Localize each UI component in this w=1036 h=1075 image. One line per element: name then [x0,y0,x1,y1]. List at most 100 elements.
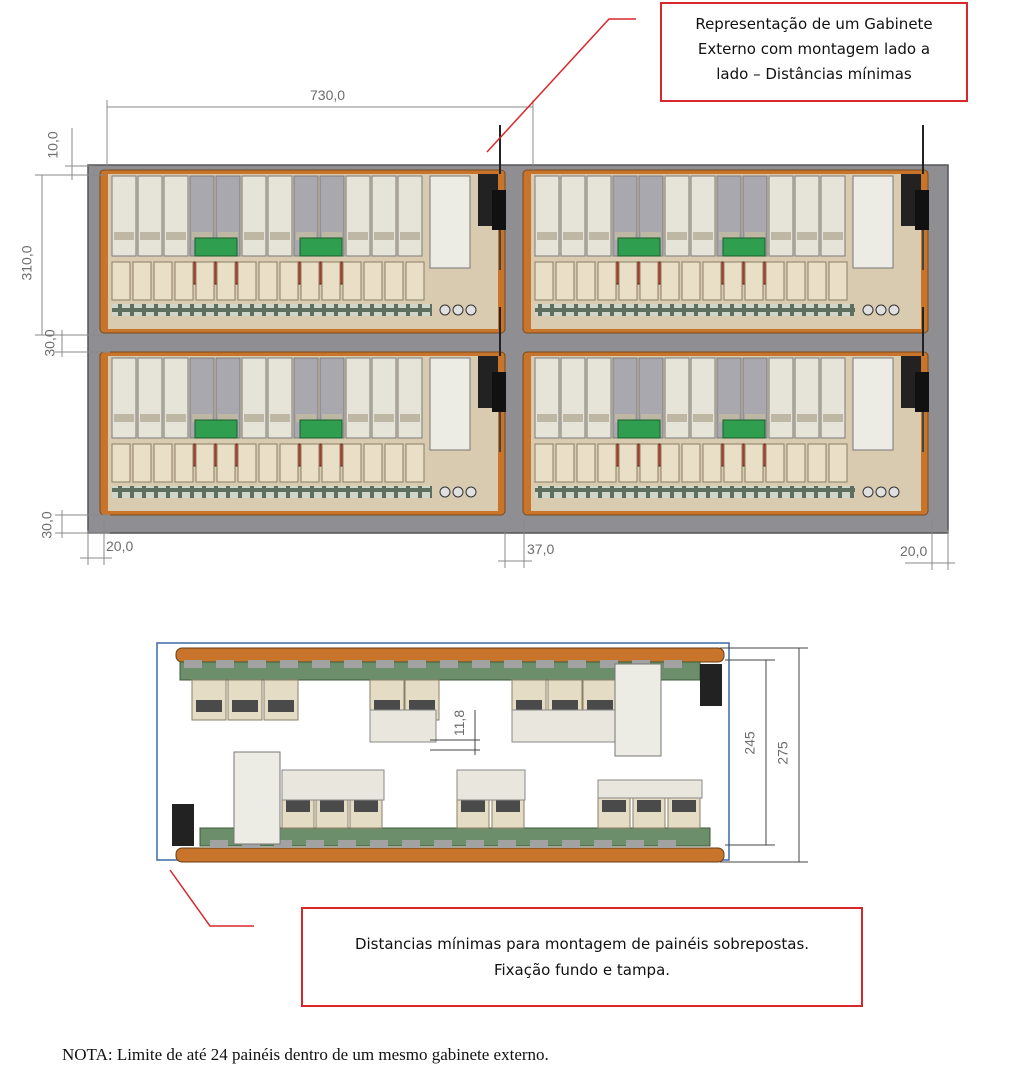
module-connector [244,232,264,240]
module [794,357,820,439]
module [690,357,716,439]
side-battery [492,190,506,230]
module-connector [400,232,420,240]
terminal [216,443,236,483]
module [664,175,690,257]
pcb-stud [594,840,612,848]
module-connector [348,232,368,240]
connector-ring [888,486,900,498]
module-connector [667,232,687,240]
pcb-stud [440,660,458,668]
upper-module-body [511,709,617,743]
pcb-stud [402,840,420,848]
terminal [702,261,722,301]
rj45-port [286,800,310,812]
module-connector [719,414,739,422]
dim-panel-height: 310,0 [18,245,35,281]
module-connector [589,414,609,422]
rj45-port [516,700,542,712]
module-connector [615,414,635,422]
pcb-stud [530,840,548,848]
panel-1 [99,125,506,334]
module [241,175,267,257]
rj45-port [587,700,613,712]
din-rail [112,486,432,498]
pcb-stud [498,840,516,848]
dim-gap-columns: 37,0 [527,541,555,557]
pcb-stud [376,660,394,668]
module-connector [745,414,765,422]
module [163,357,189,439]
terminal [786,443,806,483]
rj45-port [320,800,344,812]
din-rail [112,304,432,316]
terminal [828,443,848,483]
module-connector [537,232,557,240]
terminal [702,443,722,483]
rj45-port [232,700,258,712]
terminal [534,261,554,301]
dim-bottom-margin: 30,0 [38,511,55,539]
module [163,175,189,257]
note-text: NOTA: Limite de até 24 painéis dentro de… [62,1045,549,1064]
rj45-port [268,700,294,712]
green-board [299,237,343,257]
terminal [618,443,638,483]
module [111,175,137,257]
terminal [639,443,659,483]
module-connector [374,414,394,422]
terminal [258,443,278,483]
connector-ring [875,304,887,316]
pcb-stud [210,840,228,848]
module [820,357,846,439]
module [241,357,267,439]
rj45-port [461,800,485,812]
module [794,175,820,257]
connector-ring [439,486,451,498]
module-connector [348,414,368,422]
pcb-stud [568,660,586,668]
rj45-port [552,700,578,712]
top-plate [175,647,725,663]
module-connector [192,232,212,240]
module-connector [140,232,160,240]
connector-ring [439,304,451,316]
module [534,175,560,257]
dim-right-margin: 20,0 [900,543,928,559]
rj45-port [196,700,222,712]
connector-ring [888,304,900,316]
module-connector [823,232,843,240]
module [534,357,560,439]
green-board [194,237,238,257]
terminal [237,443,257,483]
top-callout: Representação de um Gabinete Externo com… [660,2,968,102]
module-connector [114,414,134,422]
module-connector [537,414,557,422]
terminal [681,443,701,483]
controller-module [852,357,894,451]
terminal [363,443,383,483]
module [137,175,163,257]
module-connector [563,232,583,240]
terminal [744,443,764,483]
pcb-stud [344,660,362,668]
pcb-stud [184,660,202,668]
lower-module-body [597,779,703,799]
green-board [617,419,661,439]
bottom-callout-line-1: Distancias mínimas para montagem de pain… [354,935,810,953]
terminal [681,261,701,301]
terminal [765,443,785,483]
terminal [828,261,848,301]
dim-inner-gap: 11,8 [451,709,468,737]
side-battery [492,372,506,412]
terminal [555,443,575,483]
module-connector [322,232,342,240]
module [111,357,137,439]
pcb-stud [274,840,292,848]
terminal [618,261,638,301]
top-callout-line-3: lado – Distâncias mínimas [716,65,912,83]
terminal [786,261,806,301]
module-connector [589,232,609,240]
module-connector [771,414,791,422]
module [371,175,397,257]
